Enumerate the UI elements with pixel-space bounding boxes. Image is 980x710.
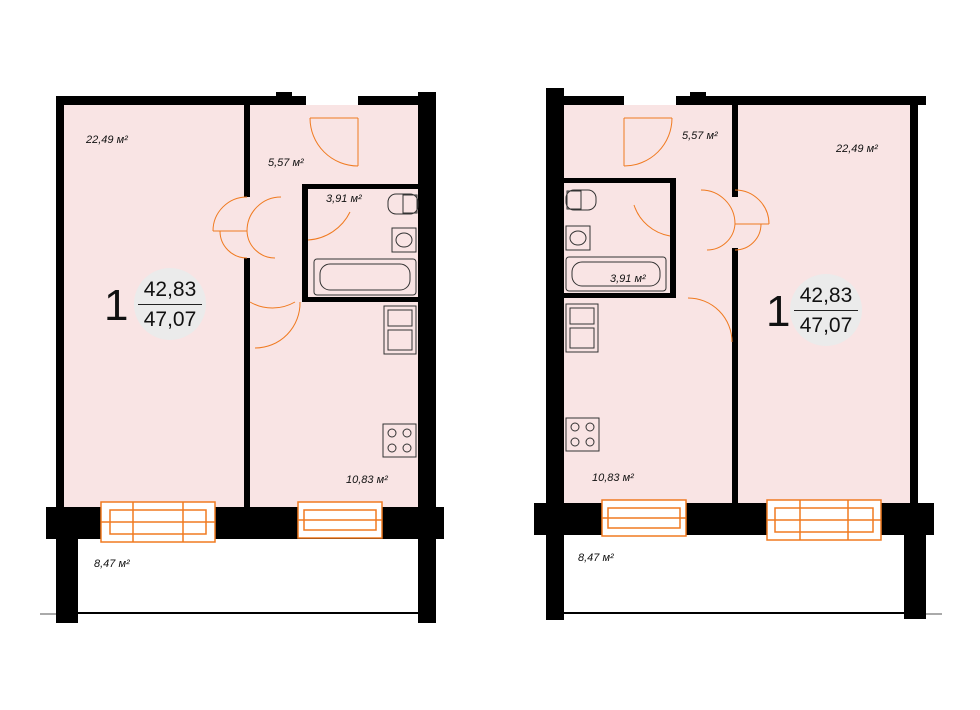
rooms-count: 1 (104, 281, 129, 330)
living-area-value: 42,83 (799, 284, 853, 307)
floor-plan-left-drawing (40, 92, 444, 623)
balcony-area-label: 8,47 м² (94, 558, 130, 570)
total-area-value: 47,07 (143, 308, 197, 331)
balcony-area-label: 8,47 м² (578, 552, 614, 564)
kitchen-area-label: 10,83 м² (346, 474, 388, 486)
kitchen-area-label: 10,83 м² (592, 472, 634, 484)
bathroom-area-label: 3,91 м² (610, 273, 646, 285)
hall-area-label: 5,57 м² (268, 157, 304, 169)
rooms-count: 1 (766, 287, 791, 336)
floor-plan-right: 5,57 м² 22,49 м² 3,91 м² 10,83 м² 8,47 м… (490, 0, 980, 710)
floor-plan-right-drawing (534, 88, 942, 620)
badge-divider (138, 304, 202, 305)
badge-divider (794, 310, 858, 311)
bathroom-area-label: 3,91 м² (326, 193, 362, 205)
floor-plan-left: 22,49 м² 5,57 м² 3,91 м² 10,83 м² 8,47 м… (40, 92, 444, 623)
living-area-value: 42,83 (143, 278, 197, 301)
living-room-area-label: 22,49 м² (836, 143, 878, 155)
area-badge: 42,83 47,07 (790, 274, 862, 346)
area-badge: 42,83 47,07 (134, 268, 206, 340)
living-room-area-label: 22,49 м² (86, 134, 128, 146)
hall-area-label: 5,57 м² (682, 130, 718, 142)
total-area-value: 47,07 (799, 314, 853, 337)
